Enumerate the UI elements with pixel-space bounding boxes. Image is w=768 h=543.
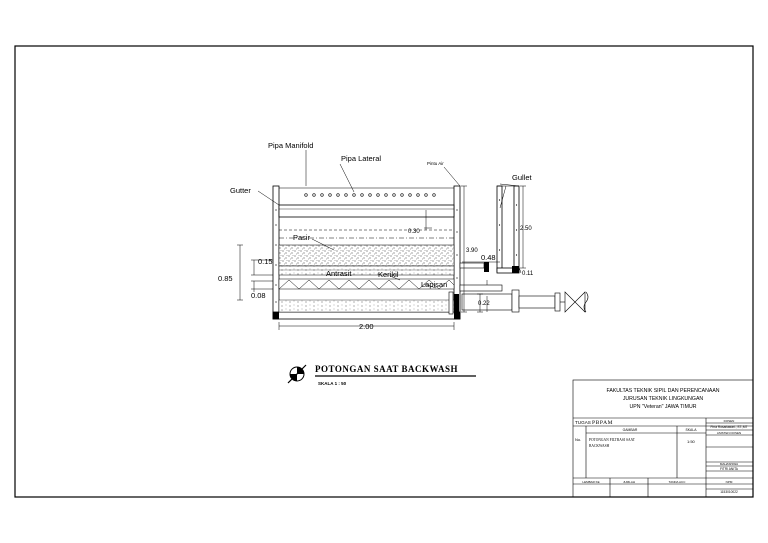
filter-section (272, 185, 461, 320)
mahasiswa-value: FITRI ANITA (720, 467, 739, 471)
dim-015: 0.15 (258, 257, 273, 266)
label-pintu-air: Pintu Air (427, 161, 444, 166)
dim-085: 0.85 (218, 274, 233, 283)
gambar-value-2: BACKWASH (589, 444, 610, 448)
title-block (572, 379, 754, 498)
section-title-block: POTONGAN SAAT BACKWASH SKALA 1 : 50 (287, 364, 476, 386)
dim-048: 0.48 (481, 253, 496, 262)
dim-008: 0.08 (251, 291, 266, 300)
anthracite-layer (278, 265, 455, 276)
underdrain (278, 299, 455, 313)
tank-left-wall (272, 185, 280, 320)
label-lapisan: Lapisan (421, 280, 447, 289)
valve-symbol (564, 291, 576, 313)
dosen-label: DOSEN (724, 419, 735, 423)
lembar-label: LEMBAR KE (582, 480, 599, 484)
dim-022: 0.22 (478, 301, 490, 307)
label-pasir: Pasir (293, 233, 311, 242)
gravel-layer (278, 278, 455, 290)
dim-200: 2.00 (359, 322, 374, 331)
asisten-label: ASISTEN DOSEN (717, 431, 741, 435)
floor-corner-right (454, 312, 460, 319)
dim-011: 0.11 (522, 271, 534, 277)
label-kerikil: Kerikil (378, 270, 399, 279)
dim-250: 2.50 (520, 226, 532, 232)
gravel-zigzag (278, 279, 455, 290)
dosen-value: Firra Rosariawari., ST.,MT (710, 425, 747, 429)
dim-390: 3.90 (466, 248, 478, 254)
label-antrasit: Antrasit (326, 269, 352, 278)
label-gutter: Gutter (230, 186, 251, 195)
tugas-value: PBPAM (592, 420, 613, 426)
npm-label: NPM (726, 480, 733, 484)
label-pipa-manifold: Pipa Manifold (268, 141, 313, 150)
skala-header: SKALA (686, 428, 698, 432)
title-block-text: FAKULTAS TEKNIK SIPIL DAN PERENCANAAN JU… (575, 388, 748, 494)
section-title: POTONGAN SAAT BACKWASH (315, 364, 458, 374)
lateral-pipe-row (304, 193, 436, 197)
gullet-channel (496, 185, 520, 274)
gambar-header: GAMBAR (623, 428, 638, 432)
leader-lines (257, 150, 520, 289)
institution-line2: JURUSAN TEKNIK LINGKUNGAN (623, 396, 704, 402)
label-pipa-lateral: Pipa Lateral (341, 154, 381, 163)
mahasiswa-label: MAHASISWA (720, 462, 738, 466)
dimension-lines (237, 185, 526, 330)
section-scale: SKALA 1 : 50 (318, 381, 347, 386)
no-label: No. (575, 437, 581, 442)
sand-layer (278, 244, 455, 267)
institution-line1: FAKULTAS TEKNIK SIPIL DAN PERENCANAAN (606, 388, 719, 394)
jumlah-label: JUMLAH (623, 480, 635, 484)
backwash-pipe (448, 262, 589, 315)
label-gullet: Gullet (512, 173, 533, 182)
dim-030: 0.30 (408, 229, 420, 235)
gutter-trough (278, 204, 455, 218)
npm-value: 1153010022 (720, 490, 738, 494)
tugas-label: TUGAS : (575, 420, 593, 425)
sheet-border (14, 45, 754, 498)
institution-line3: UPN "Veteran" JAWA TIMUR (630, 404, 697, 410)
tanda-label: TANDA ACC (669, 480, 687, 484)
skala-value: 1:50 (687, 439, 696, 444)
tank-floor (272, 311, 461, 320)
floor-corner-left (273, 312, 279, 319)
gambar-value-1: POTONGAN FILTRASI SAAT (589, 438, 636, 442)
